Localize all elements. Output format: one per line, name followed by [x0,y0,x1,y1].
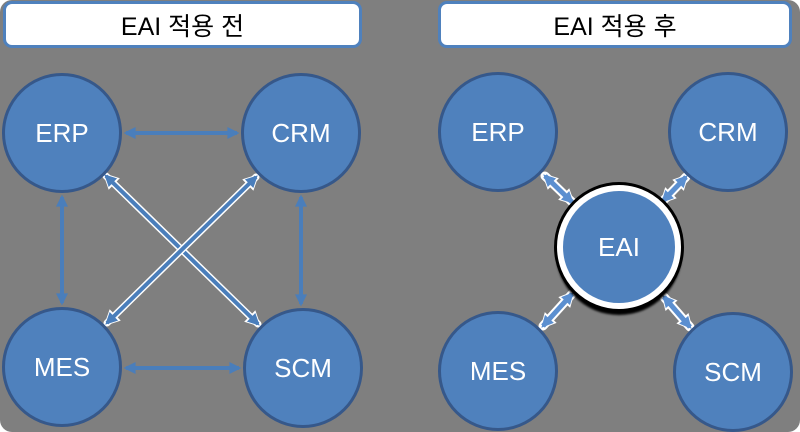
arrow-crm-eai [658,172,691,206]
node-erp-before: ERP [2,73,122,193]
node-eai-hub: EAI [557,185,681,309]
arrow-scm-eai [659,292,695,332]
node-mes-before-label: MES [33,351,91,382]
arrow-crm-mes [103,173,260,327]
before-title-box: EAI 적용 전 [3,1,362,48]
node-erp-after: ERP [438,72,558,192]
arrow-erp-eai [540,171,577,207]
node-crm-after-label: CRM [698,116,758,147]
node-mes-before: MES [2,307,122,427]
after-title: EAI 적용 후 [553,12,677,41]
node-erp-after-label: ERP [471,116,525,147]
after-title-box: EAI 적용 후 [438,1,792,48]
node-scm-before-label: SCM [274,352,332,383]
node-mes-after-label: MES [469,355,527,386]
before-title: EAI 적용 전 [120,12,245,41]
node-mes-after: MES [438,311,558,431]
node-crm-after: CRM [668,72,788,192]
node-scm-before: SCM [243,308,363,428]
arrow-mes-eai [538,289,577,331]
node-crm-before-label: CRM [271,117,331,148]
node-eai-label: EAI [598,231,640,262]
node-erp-before-label: ERP [35,117,89,148]
node-crm-before: CRM [241,73,361,193]
node-scm-after: SCM [673,312,793,432]
node-scm-after-label: SCM [704,356,762,387]
